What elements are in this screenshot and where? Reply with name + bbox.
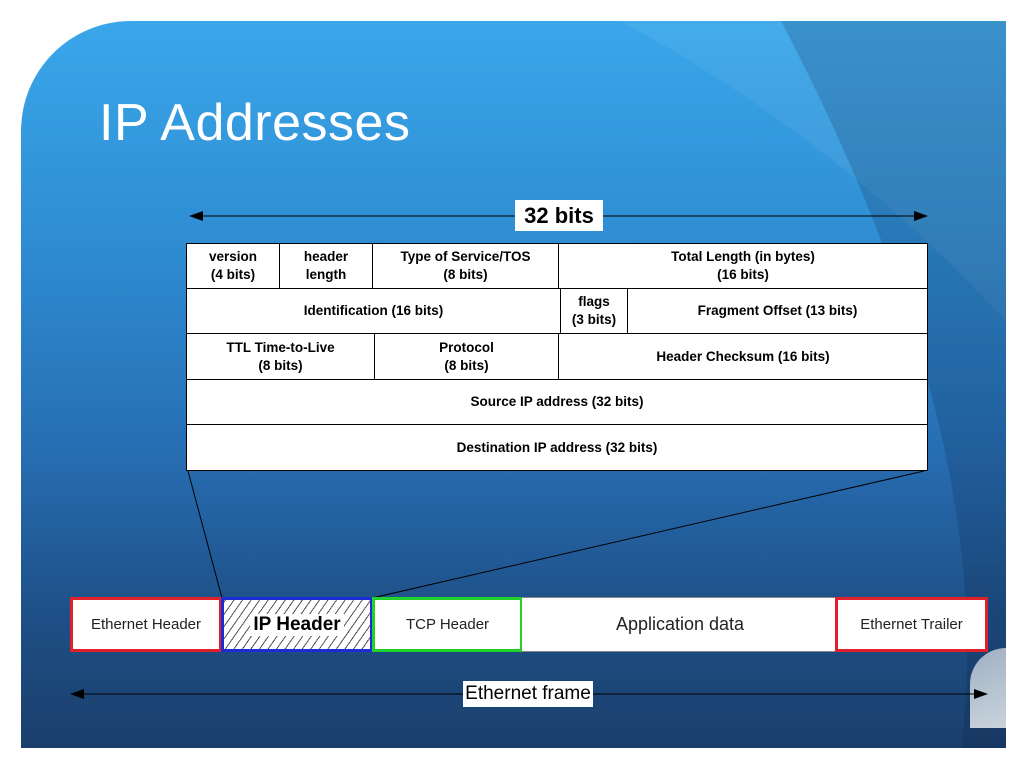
ethernet-trailer-segment: Ethernet Trailer — [835, 597, 988, 652]
frame-arrow-left-head — [70, 689, 84, 699]
background-sheen — [621, 21, 1006, 748]
ethernet-header-segment: Ethernet Header — [70, 597, 222, 652]
frame-arrow-right-head — [974, 689, 988, 699]
field-destination-ip: Destination IP address (32 bits) — [186, 424, 928, 471]
slide-title: IP Addresses — [99, 94, 411, 152]
tcp-header-label: TCP Header — [405, 616, 490, 633]
ethernet-trailer-label: Ethernet Trailer — [860, 616, 963, 633]
zoom-line-right — [371, 470, 925, 599]
field-fragment-offset: Fragment Offset (13 bits) — [627, 288, 928, 334]
field-flags: flags (3 bits) — [560, 288, 628, 334]
field-identification: Identification (16 bits) — [186, 288, 561, 334]
tcp-header-segment: TCP Header — [372, 597, 523, 652]
ip-header-label: IP Header — [250, 613, 344, 636]
field-version: version (4 bits) — [186, 243, 280, 289]
field-source-ip: Source IP address (32 bits) — [186, 379, 928, 425]
arrow-left-head — [189, 211, 203, 221]
field-ttl: TTL Time-to-Live (8 bits) — [186, 333, 375, 380]
field-header-checksum: Header Checksum (16 bits) — [558, 333, 928, 380]
header-row-4: Source IP address (32 bits) — [186, 379, 928, 425]
ip-header-table: version (4 bits) header length Type of S… — [186, 243, 928, 471]
field-type-of-service: Type of Service/TOS (8 bits) — [372, 243, 559, 289]
field-header-length: header length — [279, 243, 373, 289]
header-row-3: TTL Time-to-Live (8 bits) Protocol (8 bi… — [186, 333, 928, 380]
ip-header-segment: IP Header — [221, 597, 373, 652]
arrow-right-head — [914, 211, 928, 221]
ethernet-header-label: Ethernet Header — [90, 616, 202, 633]
application-data-label: Application data — [615, 614, 745, 634]
zoom-line-left — [187, 470, 223, 599]
header-row-2: Identification (16 bits) flags (3 bits) … — [186, 288, 928, 334]
application-data-segment: Application data — [522, 597, 838, 652]
field-total-length: Total Length (in bytes) (16 bits) — [558, 243, 928, 289]
ethernet-frame-label: Ethernet frame — [463, 681, 593, 707]
header-row-1: version (4 bits) header length Type of S… — [186, 243, 928, 289]
header-row-5: Destination IP address (32 bits) — [186, 424, 928, 471]
field-protocol: Protocol (8 bits) — [374, 333, 559, 380]
width-label: 32 bits — [515, 200, 603, 231]
